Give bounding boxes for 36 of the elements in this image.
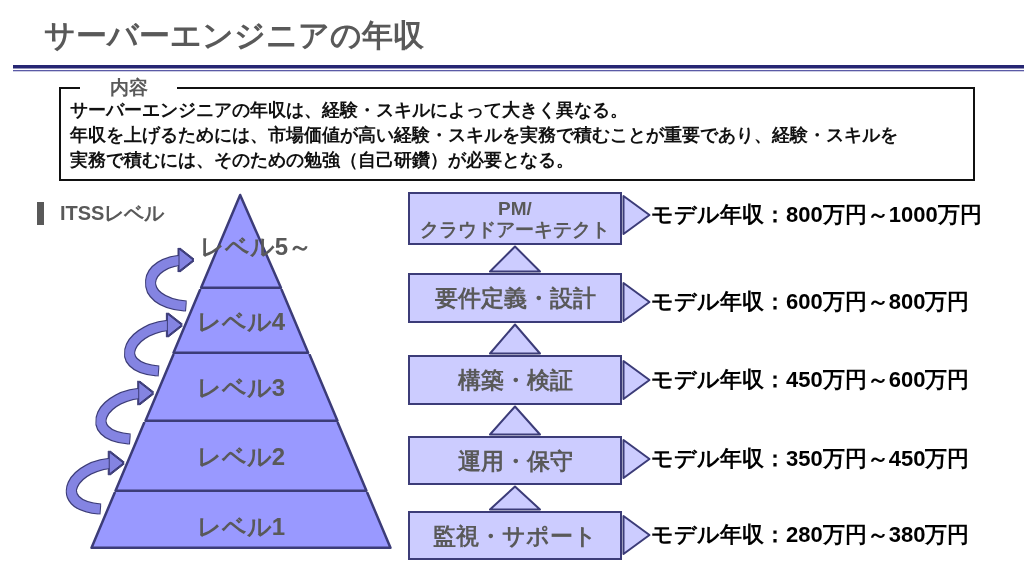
body-text: サーバーエンジニアの年収は、経験・スキルによって大きく異なる。 bbox=[70, 98, 628, 122]
page-title: サーバーエンジニアの年収 bbox=[44, 17, 424, 55]
curved-arrow bbox=[125, 314, 182, 376]
role-label: 監視・サポート bbox=[433, 521, 597, 550]
pyramid-tier bbox=[171, 289, 311, 354]
role-label: 運用・保守 bbox=[457, 446, 573, 475]
triangle-arrow bbox=[489, 245, 541, 273]
triangle-arrow bbox=[622, 439, 651, 479]
salary-text: モデル年収：800万円～1000万円 bbox=[651, 202, 982, 228]
role-label: 要件定義・設計 bbox=[434, 284, 596, 312]
tier-label: レベル3 bbox=[196, 374, 286, 402]
triangle-arrow bbox=[489, 405, 541, 436]
salary-text: モデル年収：450万円～600万円 bbox=[651, 367, 970, 393]
section-label: ITSSレベル bbox=[60, 201, 165, 225]
triangle-arrow bbox=[622, 282, 651, 322]
triangle-arrow bbox=[622, 515, 651, 555]
body-text: 年収を上げるためには、市場価値が高い経験・スキルを実務で積むことが重要であり、経験・スキルを実務で積むには、そのための勉強（自己研鑽）が必要となる。 bbox=[70, 123, 899, 172]
tier-label: レベル1 bbox=[196, 512, 286, 541]
salary-text: モデル年収：600万円～800万円 bbox=[651, 289, 970, 315]
triangle-arrow bbox=[622, 195, 651, 235]
panel-heading: 内容 bbox=[80, 76, 177, 100]
role-label: PM/ クラウドアーキテクト bbox=[419, 197, 611, 240]
salary-text: モデル年収：280万円～380万円 bbox=[651, 522, 970, 548]
triangle-arrow bbox=[489, 485, 541, 511]
curved-arrow bbox=[146, 249, 194, 311]
salary-text: モデル年収：350万円～450万円 bbox=[651, 446, 970, 472]
triangle-arrow bbox=[489, 323, 541, 355]
role-label: 構築・検証 bbox=[457, 366, 573, 394]
pyramid-tier bbox=[89, 492, 393, 549]
triangle-arrow bbox=[622, 360, 651, 400]
tier-label: レベル2 bbox=[196, 443, 286, 471]
curved-arrow bbox=[67, 452, 124, 514]
tier-label: レベル4 bbox=[196, 307, 286, 336]
pyramid-tier bbox=[113, 422, 369, 492]
pyramid-tier bbox=[142, 354, 340, 422]
curved-arrow bbox=[96, 382, 154, 444]
